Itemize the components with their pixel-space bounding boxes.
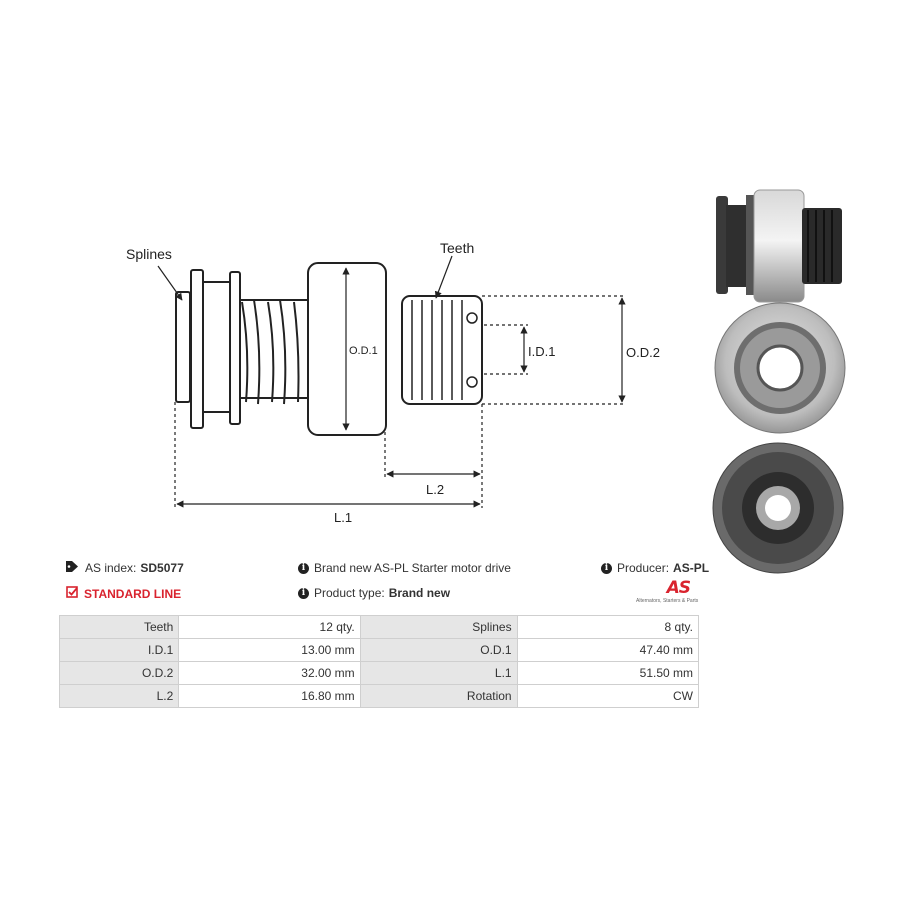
drive-outline [175,262,483,436]
spec-value: 12 qty. [178,615,361,639]
standard-line: STANDARD LINE [66,586,181,601]
dimension-lines [157,255,626,508]
spec-value: 8 qty. [516,615,700,639]
spec-label: Rotation [359,684,518,708]
spec-value: 47.40 mm [516,638,700,662]
label-l2: L.2 [426,482,444,497]
info-icon: i [601,562,612,574]
spring [241,299,300,405]
label-id1: I.D.1 [528,344,555,359]
shaft [239,299,313,399]
label-l1: L.1 [334,510,352,525]
as-pl-logo: AS Alternators, Starters & Parts [636,578,700,608]
clutch-flange [190,269,204,429]
producer-label: Producer: [617,561,670,575]
label-od2: O.D.2 [626,345,660,360]
spec-value: 13.00 mm [178,638,361,662]
spec-label: L.1 [359,661,518,685]
description-text: Brand new AS-PL Starter motor drive [314,561,511,575]
info-icon: i [298,587,309,599]
spec-label: Teeth [58,615,180,639]
spec-value: 51.50 mm [516,661,700,685]
as-index: AS index: SD5077 [66,561,184,575]
product-photo-back [712,442,844,574]
spec-label: L.2 [58,684,180,708]
as-index-value: SD5077 [140,561,184,575]
label-teeth: Teeth [440,240,474,256]
clutch-flange-2 [229,271,241,425]
pinion-teeth [411,300,478,400]
product-type-label: Product type: [314,586,385,600]
spec-label: I.D.1 [58,638,180,662]
logo-brand: AS [666,578,691,598]
label-splines: Splines [126,246,172,262]
spec-label: O.D.2 [58,661,180,685]
spec-label: Splines [359,615,518,639]
tag-icon [66,561,79,575]
info-icon: i [298,562,309,574]
standard-line-label: STANDARD LINE [84,586,182,601]
spec-label: O.D.1 [359,638,518,662]
splines-hub [175,291,191,403]
check-square-icon [66,586,78,601]
spec-value: 32.00 mm [178,661,361,685]
spec-value: 16.80 mm [178,684,361,708]
spec-value: CW [516,684,700,708]
producer: i Producer: AS-PL [601,561,709,575]
producer-value: AS-PL [673,561,710,575]
description: i Brand new AS-PL Starter motor drive [298,561,511,575]
product-photo-front [714,302,846,434]
logo-tagline: Alternators, Starters & Parts [636,598,699,604]
as-index-label: AS index: [85,561,137,575]
product-photo-side [716,189,842,303]
label-od1: O.D.1 [349,345,378,357]
product-type-value: Brand new [388,586,451,600]
product-type: i Product type: Brand new [298,586,450,600]
